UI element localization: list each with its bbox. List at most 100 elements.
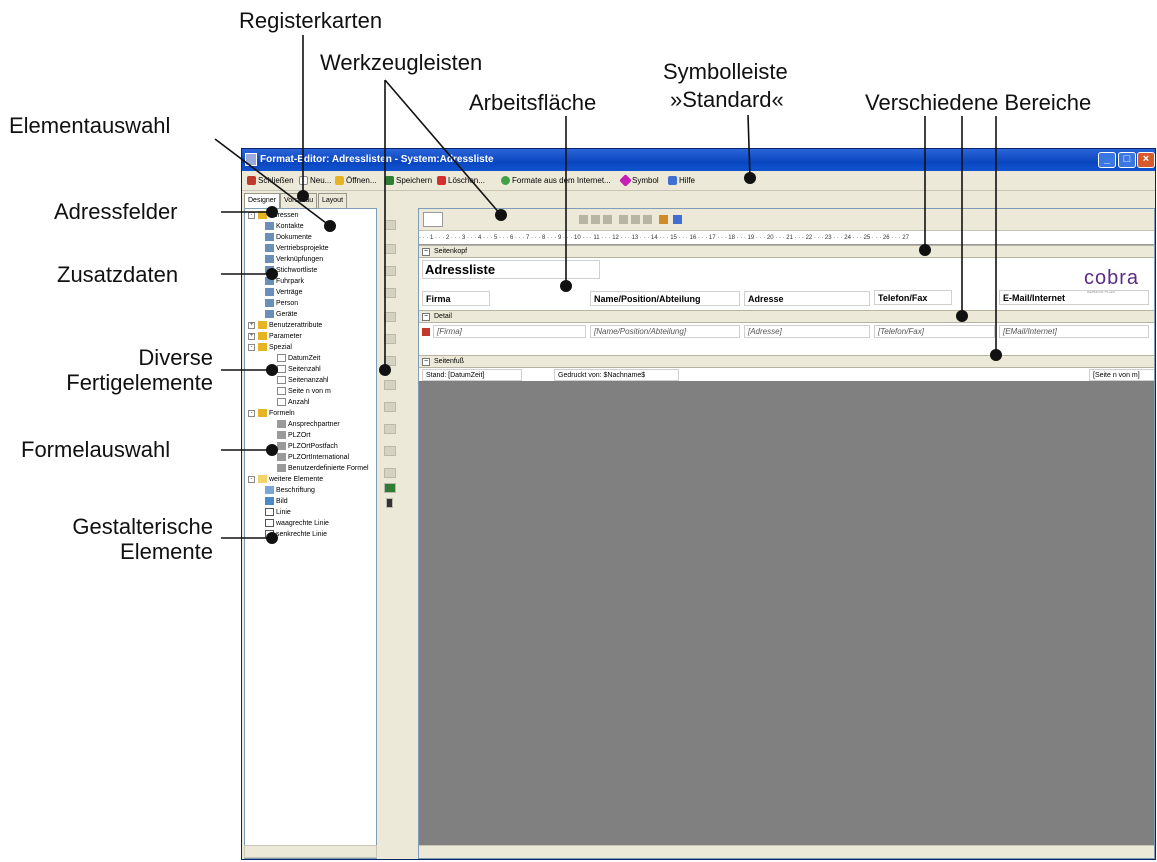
tree-horizontal-scrollbar[interactable] bbox=[244, 845, 377, 858]
tree-item-plzortinternational[interactable]: PLZOrtInternational bbox=[277, 452, 349, 463]
tool-button-1[interactable] bbox=[384, 220, 396, 230]
formats-internet-button[interactable]: Formate aus dem Internet... bbox=[500, 171, 611, 191]
print-icon[interactable] bbox=[384, 483, 396, 493]
tab-designer[interactable]: Designer bbox=[244, 193, 281, 209]
column-email-internet[interactable]: E-Mail/Internet bbox=[999, 290, 1149, 305]
font-size-select[interactable] bbox=[423, 212, 443, 227]
save-button[interactable]: Speichern bbox=[384, 171, 432, 191]
tree-expander-spezial[interactable]: - bbox=[248, 344, 255, 351]
column-firma[interactable]: Firma bbox=[422, 291, 490, 306]
tab-vorschau[interactable]: Vorschau bbox=[280, 193, 318, 208]
table-icon bbox=[265, 310, 274, 319]
lock-icon[interactable] bbox=[386, 498, 393, 508]
tree-item-vertraege[interactable]: Verträge bbox=[265, 287, 302, 298]
tool-button-7[interactable] bbox=[384, 356, 396, 366]
tree-expander-parameter[interactable]: + bbox=[248, 333, 255, 340]
tree-item-fuhrpark[interactable]: Fuhrpark bbox=[265, 276, 304, 287]
tree-item-beschriftung[interactable]: Beschriftung bbox=[265, 485, 315, 496]
tool-button-2[interactable] bbox=[384, 244, 396, 254]
tool-button-8[interactable] bbox=[384, 380, 396, 390]
tool-button-9[interactable] bbox=[384, 402, 396, 412]
tree-item-linie[interactable]: Linie bbox=[265, 507, 291, 518]
align-right-icon[interactable] bbox=[603, 215, 612, 224]
tree-item-parameter[interactable]: Parameter bbox=[258, 331, 302, 342]
close-doc-button[interactable]: Schließen bbox=[246, 171, 294, 191]
new-button[interactable]: Neu... bbox=[298, 171, 331, 191]
minimize-button[interactable]: _ bbox=[1098, 152, 1116, 168]
tree-item-senkrechte-linie[interactable]: senkrechte Linie bbox=[265, 529, 327, 540]
collapse-icon[interactable]: − bbox=[422, 313, 430, 321]
detail-field-telefon-fax[interactable]: [Telefon/Fax] bbox=[874, 325, 995, 338]
tree-item-benutzerattribute[interactable]: Benutzerattribute bbox=[258, 320, 322, 331]
tree-expander-formeln[interactable]: - bbox=[248, 410, 255, 417]
tree-item-seitenzahl[interactable]: Seitenzahl bbox=[277, 364, 321, 375]
tree-item-adressen[interactable]: Adressen bbox=[258, 210, 299, 221]
tree-item-kontakte[interactable]: Kontakte bbox=[265, 221, 304, 232]
color-icon[interactable] bbox=[673, 215, 682, 224]
column-telefon-fax[interactable]: Telefon/Fax bbox=[874, 290, 952, 305]
tool-button-10[interactable] bbox=[384, 424, 396, 434]
tree-item-seitenanzahl[interactable]: Seitenanzahl bbox=[277, 375, 328, 386]
delete-button[interactable]: Löschen... bbox=[436, 171, 485, 191]
tool-button-6[interactable] bbox=[384, 334, 396, 344]
tab-layout[interactable]: Layout bbox=[318, 193, 348, 208]
tree-item-verknuepfungen[interactable]: Verknüpfungen bbox=[265, 254, 323, 265]
tree-item-plzort[interactable]: PLZOrt bbox=[277, 430, 311, 441]
tree-item-plzortpostfach[interactable]: PLZOrtPostfach bbox=[277, 441, 338, 452]
tool-button-5[interactable] bbox=[384, 312, 396, 322]
tree-item-dokumente[interactable]: Dokumente bbox=[265, 232, 312, 243]
tree-item-seite-n-von-m[interactable]: Seite n von m bbox=[277, 386, 331, 397]
footer-field-seite-n-von-m[interactable]: [Seite n von m] bbox=[1089, 369, 1154, 381]
collapse-icon[interactable]: − bbox=[422, 248, 430, 256]
align-center-icon[interactable] bbox=[591, 215, 600, 224]
tree-item-datumzeit[interactable]: DatumZeit bbox=[277, 353, 320, 364]
tree-item-geraete[interactable]: Geräte bbox=[265, 309, 297, 320]
detail-field-firma[interactable]: [Firma] bbox=[433, 325, 586, 338]
tree-item-formeln[interactable]: Formeln bbox=[258, 408, 295, 419]
symbol-button[interactable]: Symbol bbox=[619, 171, 659, 191]
formula-icon bbox=[277, 420, 286, 429]
help-button[interactable]: Hilfe bbox=[667, 171, 695, 191]
detail-field-name-position[interactable]: [Name/Position/Abteilung] bbox=[590, 325, 740, 338]
tree-item-stichwortliste[interactable]: Stichwortliste bbox=[265, 265, 317, 276]
size-icon[interactable] bbox=[643, 215, 652, 224]
arrange-icon[interactable] bbox=[631, 215, 640, 224]
table-icon bbox=[265, 255, 274, 264]
tree-expander-weitere[interactable]: - bbox=[248, 476, 255, 483]
detail-field-email-internet[interactable]: [EMail/Internet] bbox=[999, 325, 1149, 338]
tool-button-11[interactable] bbox=[384, 446, 396, 456]
window-titlebar[interactable]: Format-Editor: Adresslisten - System:Adr… bbox=[242, 149, 1155, 171]
cobra-logo-sub: ADRESS PLUS bbox=[1087, 289, 1116, 294]
maximize-button[interactable]: □ bbox=[1118, 152, 1136, 168]
tree-item-ansprechpartner[interactable]: Ansprechpartner bbox=[277, 419, 340, 430]
tree-expander-benutzerattribute[interactable]: + bbox=[248, 322, 255, 329]
workspace-horizontal-scrollbar[interactable] bbox=[419, 845, 1154, 858]
column-adresse[interactable]: Adresse bbox=[744, 291, 870, 306]
tool-button-3[interactable] bbox=[384, 266, 396, 276]
collapse-icon[interactable]: − bbox=[422, 358, 430, 366]
tree-item-waagrechte-linie[interactable]: waagrechte Linie bbox=[265, 518, 329, 529]
band-detail[interactable]: −Detail bbox=[419, 310, 1154, 323]
column-name-position[interactable]: Name/Position/Abteilung bbox=[590, 291, 740, 306]
tool-button-12[interactable] bbox=[384, 468, 396, 478]
band-seitenfuss[interactable]: −Seitenfuß bbox=[419, 355, 1154, 368]
footer-field-stand[interactable]: Stand: [DatumZeit] bbox=[422, 369, 522, 381]
open-button[interactable]: Öffnen... bbox=[334, 171, 377, 191]
band-seitenkopf[interactable]: −Seitenkopf bbox=[419, 245, 1154, 258]
footer-field-gedruckt-von[interactable]: Gedruckt von: $Nachname$ bbox=[554, 369, 679, 381]
tree-item-vertriebsprojekte[interactable]: Vertriebsprojekte bbox=[265, 243, 329, 254]
detail-field-adresse[interactable]: [Adresse] bbox=[744, 325, 870, 338]
close-button[interactable]: × bbox=[1137, 152, 1155, 168]
distribute-icon[interactable] bbox=[619, 215, 628, 224]
tree-item-spezial[interactable]: Spezial bbox=[258, 342, 292, 353]
tree-item-benutzerdefinierte-formel[interactable]: Benutzerdefinierte Formel bbox=[277, 463, 369, 474]
report-title[interactable]: Adressliste bbox=[422, 260, 600, 279]
tree-item-weitere-elemente[interactable]: weitere Elemente bbox=[258, 474, 323, 485]
tree-item-bild[interactable]: Bild bbox=[265, 496, 288, 507]
tree-item-person[interactable]: Person bbox=[265, 298, 298, 309]
tree-item-anzahl[interactable]: Anzahl bbox=[277, 397, 309, 408]
tool-button-4[interactable] bbox=[384, 288, 396, 298]
paint-icon[interactable] bbox=[659, 215, 668, 224]
tree-expander-adressen[interactable]: - bbox=[248, 212, 255, 219]
align-left-icon[interactable] bbox=[579, 215, 588, 224]
